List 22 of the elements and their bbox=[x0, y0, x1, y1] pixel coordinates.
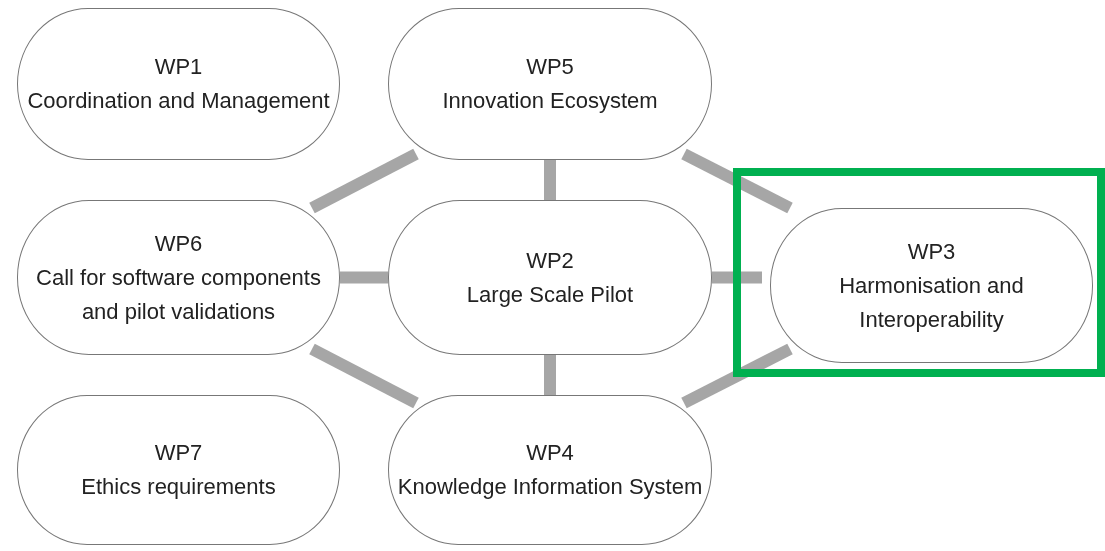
connector-line bbox=[544, 160, 556, 200]
node-text: Knowledge Information System bbox=[397, 473, 703, 501]
node-text: Coordination and Management bbox=[27, 87, 330, 115]
node-text: Large Scale Pilot bbox=[466, 280, 634, 309]
node-text: WP3 bbox=[907, 237, 956, 266]
node-text: WP7 bbox=[154, 439, 203, 467]
connector-line bbox=[681, 343, 793, 409]
node-text: Ethics requirements bbox=[81, 473, 276, 501]
node-text: WP6 bbox=[154, 229, 203, 258]
node-text: WP1 bbox=[154, 53, 203, 81]
node-text: Call for software components and pilot validations bbox=[35, 263, 322, 326]
node-text: Innovation Ecosystem bbox=[442, 87, 658, 115]
connector-line bbox=[340, 271, 388, 284]
connector-line bbox=[712, 271, 762, 284]
connector-line bbox=[309, 343, 419, 409]
node-text: WP2 bbox=[526, 246, 574, 275]
node-text: Harmonisation and Interoperability bbox=[838, 271, 1025, 334]
connector-line bbox=[309, 148, 419, 214]
node-text: WP4 bbox=[526, 439, 574, 467]
connector-line bbox=[544, 355, 556, 395]
highlight-frame bbox=[733, 168, 1105, 377]
node-text: WP5 bbox=[526, 53, 574, 81]
